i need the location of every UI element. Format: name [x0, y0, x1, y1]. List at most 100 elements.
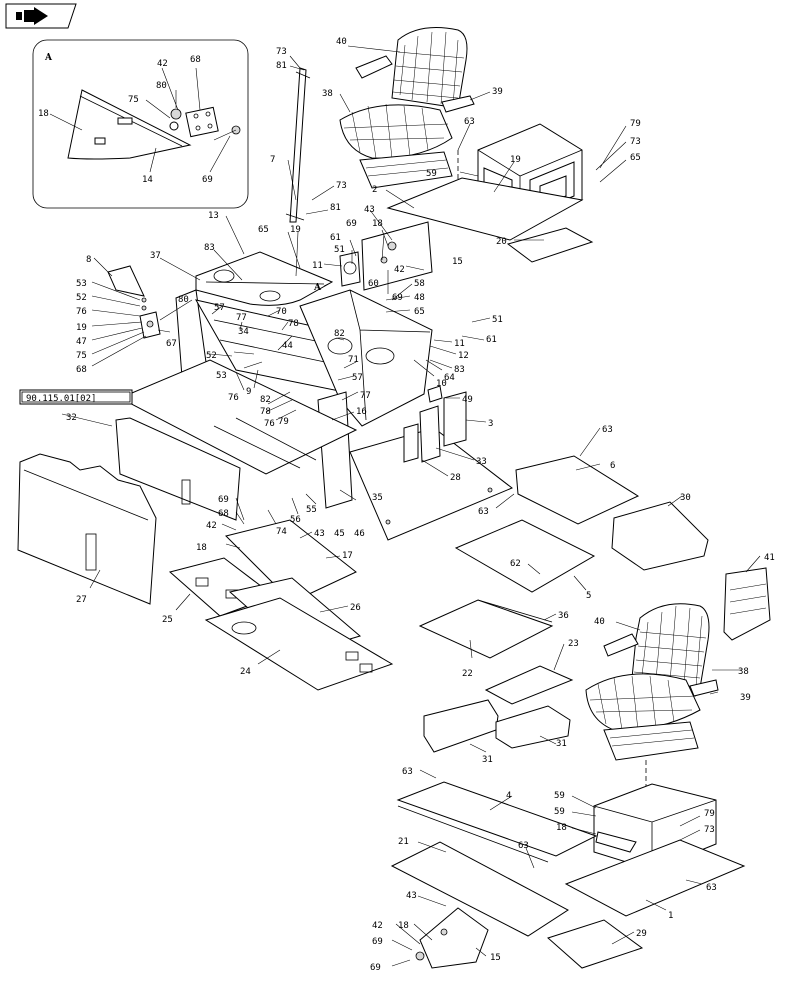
- callout: 69: [392, 293, 403, 303]
- mat-24: [204, 597, 394, 691]
- callout: 68: [218, 509, 229, 519]
- callout: 68: [76, 365, 87, 375]
- callout: 68: [190, 55, 201, 65]
- detail-a-washer: [169, 121, 179, 131]
- callout: 75: [76, 351, 87, 361]
- brackets-right: [403, 385, 467, 463]
- callout: 3: [488, 419, 493, 429]
- callout: 51: [334, 245, 345, 255]
- callout: 69: [202, 175, 213, 185]
- callout: 13: [208, 211, 219, 221]
- callout: 76: [228, 393, 239, 403]
- callout: 9: [246, 387, 251, 397]
- callout: 65: [630, 153, 641, 163]
- plate-31a: [423, 699, 499, 753]
- callout: 51: [492, 315, 503, 325]
- callout: 5: [586, 591, 591, 601]
- detail-a-nut: [170, 108, 182, 120]
- reference-link[interactable]: 90.115.01[02]: [19, 389, 133, 405]
- lower-seat-box: [390, 781, 746, 969]
- callout: 70: [276, 307, 287, 317]
- callout: 63: [706, 883, 717, 893]
- callout: 63: [478, 507, 489, 517]
- callout: 31: [482, 755, 493, 765]
- upper-seat-box: [386, 123, 594, 263]
- callout: 67: [166, 339, 177, 349]
- callout: 73: [276, 47, 287, 57]
- callout: 42: [206, 521, 217, 531]
- plate-4: [396, 781, 598, 857]
- callout: 26: [350, 603, 361, 613]
- callout: 71: [348, 355, 359, 365]
- panel-6: [515, 455, 640, 525]
- callout: 1: [668, 911, 673, 921]
- callout: 59: [426, 169, 437, 179]
- callout: 49: [462, 395, 473, 405]
- callout: 39: [740, 693, 751, 703]
- callout: 82: [260, 395, 271, 405]
- callout: 60: [368, 279, 379, 289]
- callout: 19: [76, 323, 87, 333]
- callout: 30: [680, 493, 691, 503]
- callout: 64: [444, 373, 455, 383]
- callout: 2: [372, 185, 377, 195]
- rod-7: [285, 67, 311, 223]
- callout: 47: [76, 337, 87, 347]
- upper-seat-cushion: [339, 104, 453, 159]
- callout: 19: [510, 155, 521, 165]
- callout: 16: [356, 407, 367, 417]
- callout: 75: [128, 95, 139, 105]
- callout: 31: [556, 739, 567, 749]
- panel-15-lower: [419, 907, 489, 969]
- callout: 28: [450, 473, 461, 483]
- callout: 57: [214, 303, 225, 313]
- callout: 8: [86, 255, 91, 265]
- detail-a-label: A: [44, 53, 53, 63]
- callout: 38: [738, 667, 749, 677]
- callout: 79: [278, 417, 289, 427]
- mat-17: [225, 519, 357, 603]
- next-page-button[interactable]: [5, 3, 77, 29]
- plate-29: [547, 919, 644, 969]
- callout: 10: [436, 379, 447, 389]
- callout: 42: [157, 59, 168, 69]
- plate-21: [390, 841, 569, 937]
- callout: 35: [372, 493, 383, 503]
- callout: 69: [346, 219, 357, 229]
- callout: 73: [336, 181, 347, 191]
- upper-seat-armrest-left: [355, 55, 393, 79]
- callout: 18: [38, 109, 49, 119]
- panel-27: [17, 453, 157, 605]
- callout: 53: [76, 279, 87, 289]
- callout: 80: [178, 295, 189, 305]
- callout: 25: [162, 615, 173, 625]
- callout: 78: [260, 407, 271, 417]
- callout: 15: [490, 953, 501, 963]
- callout: 40: [336, 37, 347, 47]
- frame-base: [118, 359, 358, 475]
- callout: 38: [322, 89, 333, 99]
- detail-a-plate: [185, 106, 219, 138]
- callout: 17: [342, 551, 353, 561]
- callout: 61: [486, 335, 497, 345]
- callout: 34: [238, 327, 249, 337]
- plate-1: [564, 839, 746, 917]
- callout: 59: [554, 807, 565, 817]
- panel-15-upper: [339, 221, 433, 291]
- callout: 23: [568, 639, 579, 649]
- callout: 52: [76, 293, 87, 303]
- callout: 62: [510, 559, 521, 569]
- callout: 46: [354, 529, 365, 539]
- callout: 6: [610, 461, 615, 471]
- callout: 4: [506, 791, 511, 801]
- plate-5: [454, 519, 596, 593]
- callout: 81: [330, 203, 341, 213]
- callout: 22: [462, 669, 473, 679]
- callout: 29: [636, 929, 647, 939]
- callout: 82: [334, 329, 345, 339]
- callout-labels: 42 68 80 75 18 14 69 73 81 40 38 39 63 7…: [38, 37, 775, 973]
- callout: 39: [492, 87, 503, 97]
- callout: 18: [398, 921, 409, 931]
- callout: 76: [76, 307, 87, 317]
